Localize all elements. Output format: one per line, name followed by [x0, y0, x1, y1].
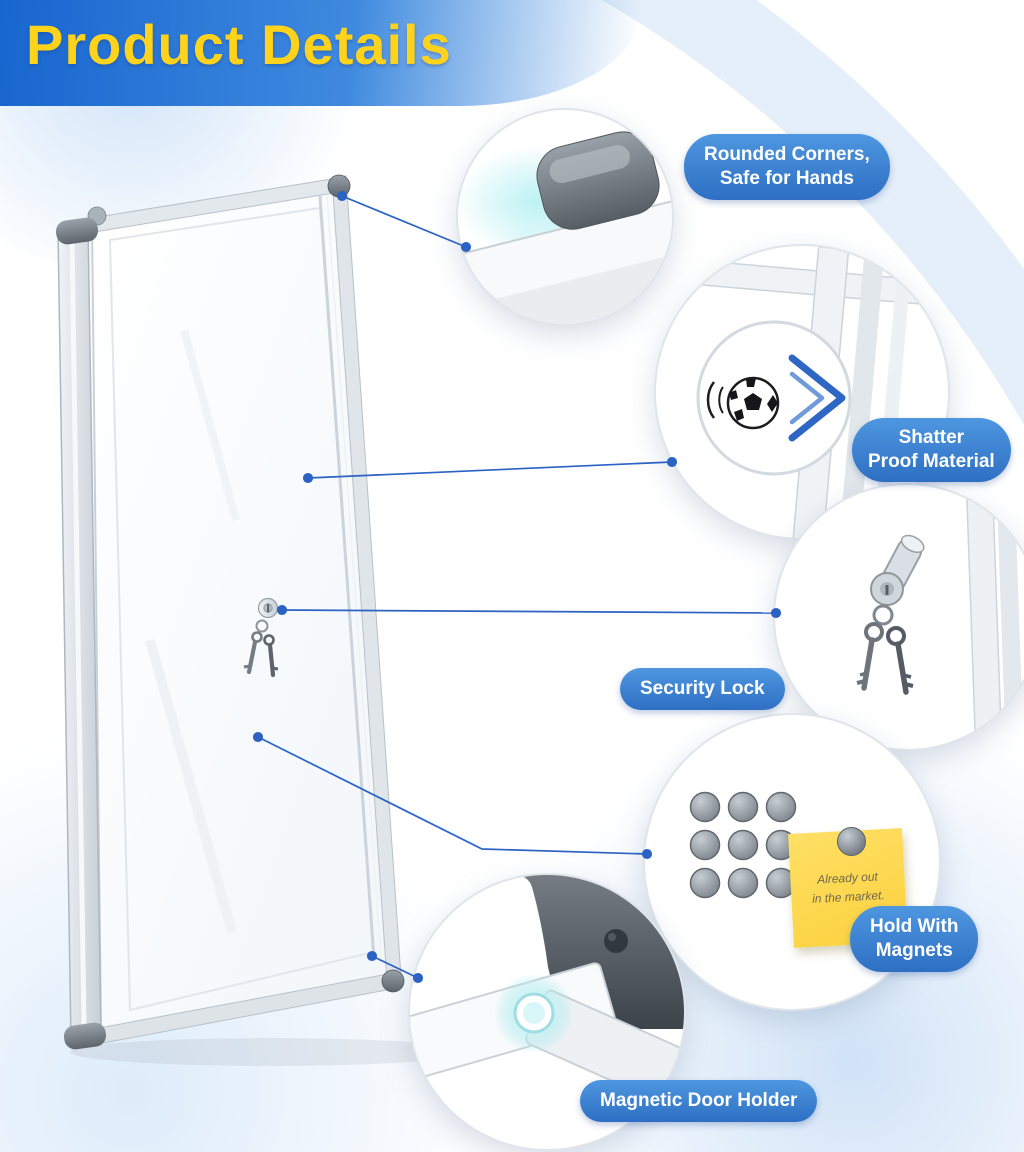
magnet-icon [727, 867, 759, 899]
lock-icon [257, 597, 279, 619]
lock-icon [870, 534, 925, 606]
callout-hold-with-magnets: Already out in the market. [643, 713, 941, 1011]
label-rounded-corners: Rounded Corners, Safe for Hands [684, 134, 890, 200]
frame-bar-side [458, 243, 672, 324]
callout-magnetic-door-holder [408, 873, 686, 1151]
keys-icon [243, 619, 279, 678]
frame-edge [995, 485, 1024, 749]
label-security-lock: Security Lock [620, 668, 785, 710]
magnet-icon [689, 791, 721, 823]
soccer-ball-icon [706, 376, 780, 430]
page-title: Product Details [26, 13, 452, 76]
keys-icon [856, 604, 914, 695]
board-shadow [70, 1038, 470, 1066]
magnet-icon [689, 867, 721, 899]
label-shatter-proof: Shatter Proof Material [852, 418, 1011, 482]
callout-rounded-corners [456, 108, 674, 326]
magnet-icon [689, 829, 721, 861]
cap-highlight [549, 145, 630, 184]
frame-edge [964, 485, 1004, 749]
label-magnetic-door-holder: Magnetic Door Holder [580, 1080, 818, 1122]
corner-cap-icon [327, 174, 351, 198]
magnet-icon [727, 791, 759, 823]
magnet-icon [765, 791, 797, 823]
label-hold-with-magnets: Hold With Magnets [850, 906, 979, 972]
rounded-corner-closeup [458, 131, 672, 324]
glass-sheen [145, 638, 237, 934]
bounce-arrow-icon [788, 354, 846, 442]
screw-icon [604, 929, 628, 953]
sticky-note-text: Already out in the market. [811, 869, 886, 906]
door-cap-bottom-icon [63, 1022, 107, 1050]
screw-highlight [608, 933, 616, 941]
door-bar-highlight [69, 241, 87, 1029]
corner-cap-icon [381, 969, 405, 993]
glass-sheen [180, 328, 240, 522]
magnets-closeup [689, 791, 797, 899]
door-holder-magnet-core [523, 1002, 545, 1024]
title-banner [0, 0, 640, 106]
frame-bar [837, 250, 885, 538]
shatter-proof-closeup [694, 246, 948, 538]
magnet-icon [727, 829, 759, 861]
door-cap-top-icon [55, 217, 99, 245]
magnet-grid [689, 791, 797, 899]
callout-security-lock [773, 483, 1024, 751]
security-lock-closeup [856, 485, 1024, 749]
magnet-icon [837, 827, 866, 856]
